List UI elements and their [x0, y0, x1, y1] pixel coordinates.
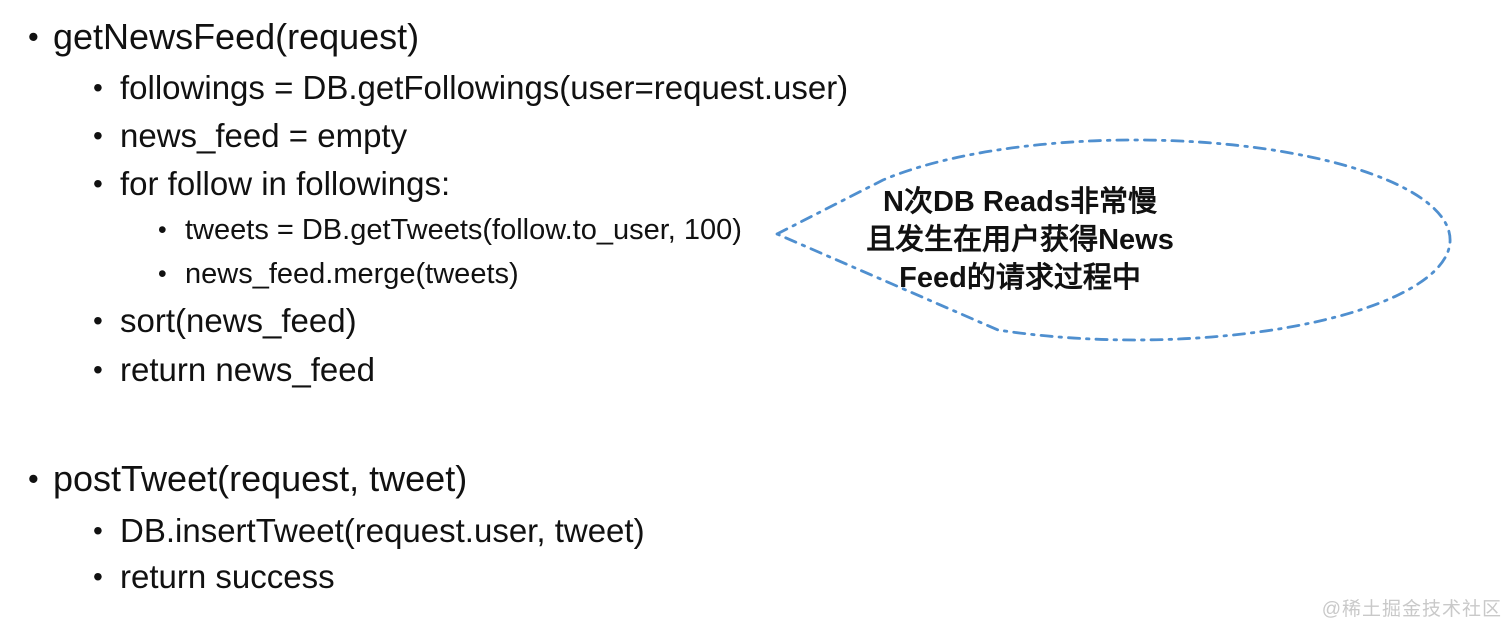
- callout-text-line: Feed的请求过程中: [899, 262, 1141, 294]
- pseudocode-text: news_feed.merge(tweets): [185, 258, 519, 290]
- bullet-icon: •: [93, 120, 103, 151]
- callout-text-line: N次DB Reads非常慢: [883, 186, 1157, 218]
- bullet-icon: •: [158, 261, 167, 288]
- callout-text-line: 且发生在用户获得News: [866, 224, 1174, 256]
- pseudocode-text: for follow in followings:: [120, 165, 451, 202]
- pseudocode-text: followings = DB.getFollowings(user=reque…: [120, 69, 849, 106]
- bullet-icon: •: [93, 515, 103, 546]
- pseudocode-text: tweets = DB.getTweets(follow.to_user, 10…: [185, 214, 742, 246]
- pseudocode-text: sort(news_feed): [120, 302, 357, 339]
- pseudocode-text: getNewsFeed(request): [53, 16, 420, 57]
- pseudocode-text: postTweet(request, tweet): [53, 458, 468, 499]
- bullet-icon: •: [93, 72, 103, 103]
- bullet-icon: •: [28, 20, 39, 54]
- bullet-icon: •: [93, 561, 103, 592]
- watermark: @稀土掘金技术社区: [1321, 599, 1502, 620]
- bullet-icon: •: [93, 354, 103, 385]
- bullet-icon: •: [28, 462, 39, 496]
- callout-text: N次DB Reads非常慢 且发生在用户获得News Feed的请求过程中: [790, 183, 1250, 297]
- pseudocode-text: return success: [120, 558, 335, 595]
- bullet-icon: •: [93, 305, 103, 336]
- pseudocode-text: DB.insertTweet(request.user, tweet): [120, 512, 645, 549]
- bullet-icon: •: [93, 168, 103, 199]
- bullet-icon: •: [158, 217, 167, 244]
- pseudocode-text: return news_feed: [120, 351, 375, 388]
- pseudocode-text: news_feed = empty: [120, 117, 408, 154]
